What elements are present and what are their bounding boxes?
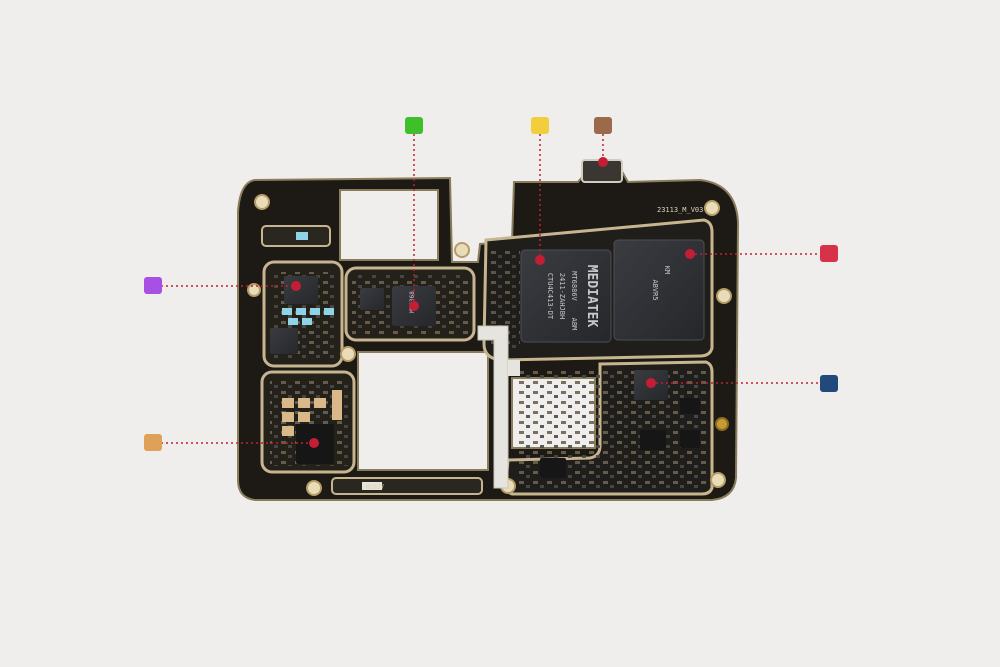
target-dot-power-chip xyxy=(309,438,319,448)
memory-labels: KM ABVR5 xyxy=(651,266,671,301)
small-chip-label: M1B27 xyxy=(366,484,384,491)
small-chip-right-d xyxy=(540,458,566,478)
marker-yellow[interactable] xyxy=(531,117,549,134)
small-chip-right-b xyxy=(680,398,700,414)
marker-blue[interactable] xyxy=(820,375,838,392)
pcb-board: MT6368 MEDIATEK MT6886V ABM 2411-ZAHJBH … xyxy=(237,159,740,501)
target-dot-right-chip xyxy=(646,378,656,388)
small-chip-right-e xyxy=(680,430,700,448)
target-dot-camera-connector xyxy=(598,157,608,167)
soc-model: MT6886V xyxy=(570,271,578,301)
soc-code: ABM xyxy=(570,318,578,331)
small-chip-left-middle xyxy=(270,328,298,354)
callout-lines xyxy=(161,134,821,444)
memory-line1: KM xyxy=(663,266,671,274)
small-chip-center-left xyxy=(360,288,384,310)
target-dot-left-top-chip xyxy=(291,281,301,291)
target-dot-soc xyxy=(535,255,545,265)
callout-dots xyxy=(291,157,695,448)
memory-line2: ABVR5 xyxy=(651,279,659,300)
passive-capacitors xyxy=(282,390,342,436)
passive-components xyxy=(282,308,334,325)
metal-bracket xyxy=(477,325,509,489)
soc-line3: CTU4C413-DT xyxy=(546,273,554,320)
memory-chip xyxy=(613,239,705,341)
marker-purple[interactable] xyxy=(144,277,162,294)
marker-green[interactable] xyxy=(405,117,423,134)
soc-labels: MEDIATEK MT6886V ABM 2411-ZAHJBH CTU4C41… xyxy=(546,265,599,331)
target-dot-memory xyxy=(685,249,695,259)
board-revision-label: 23113_M_V03 xyxy=(657,206,703,214)
soc-chip xyxy=(520,249,612,343)
marker-orange[interactable] xyxy=(144,434,162,451)
connector-bottom xyxy=(331,477,483,495)
callout-markers xyxy=(144,117,838,451)
soc-brand: MEDIATEK xyxy=(584,265,599,328)
marker-red[interactable] xyxy=(820,245,838,262)
small-chip-right-c xyxy=(640,430,666,450)
gold-pad xyxy=(715,417,729,431)
small-chip-left-top xyxy=(284,276,318,304)
soc-line2: 2411-ZAHJBH xyxy=(558,273,566,319)
target-dot-pmic xyxy=(409,301,419,311)
marker-brown[interactable] xyxy=(594,117,612,134)
